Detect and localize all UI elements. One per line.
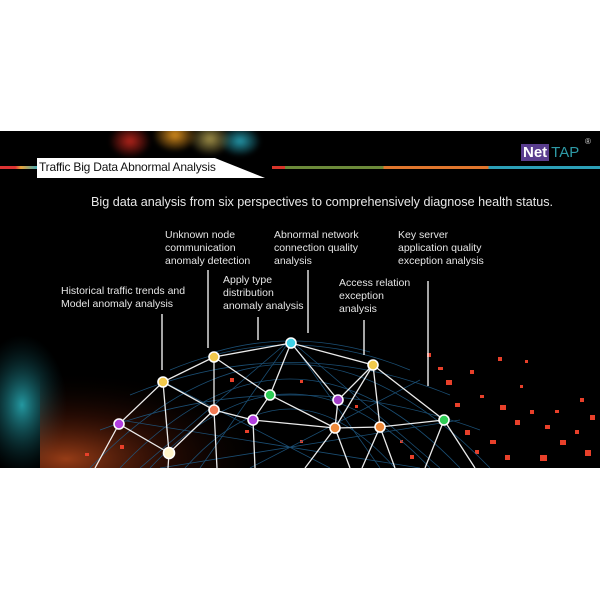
label-line: Apply type xyxy=(223,274,273,286)
perspective-label-apply-type: Apply type distribution anomaly analysis xyxy=(223,274,304,313)
label-line: communication xyxy=(165,242,236,254)
label-line: Model anomaly analysis xyxy=(61,298,174,310)
slide: Traffic Big Data Abnormal Analysis Net T… xyxy=(0,131,600,468)
registered-mark: ® xyxy=(585,137,591,146)
perspective-label-access-relation: Access relation exception analysis xyxy=(339,277,410,316)
logo-tap: TAP xyxy=(551,143,580,161)
perspective-label-unknown-node: Unknown node communication anomaly detec… xyxy=(165,229,250,268)
label-line: exception analysis xyxy=(398,255,484,267)
perspective-label-key-server: Key server application quality exception… xyxy=(398,229,484,268)
label-line: anomaly analysis xyxy=(223,300,304,312)
subtitle: Big data analysis from six perspectives … xyxy=(91,195,554,209)
label-line: Abnormal network xyxy=(274,229,359,241)
label-line: Access relation xyxy=(339,277,411,289)
title-tab xyxy=(37,158,265,178)
label-line: exception xyxy=(339,290,384,302)
page-title: Traffic Big Data Abnormal Analysis xyxy=(39,160,216,174)
perspective-label-historical-traffic: Historical traffic trends and Model anom… xyxy=(61,285,185,311)
label-line: distribution xyxy=(223,287,274,299)
perspective-label-network-connection: Abnormal network connection quality anal… xyxy=(274,229,359,268)
header-accent-rule-right xyxy=(272,166,600,169)
label-line: anomaly detection xyxy=(165,255,251,267)
nettap-logo: Net TAP xyxy=(521,143,579,161)
label-line: Historical traffic trends and xyxy=(61,285,186,297)
label-line: analysis xyxy=(274,255,312,267)
label-line: connection quality xyxy=(274,242,359,254)
label-line: Unknown node xyxy=(165,229,236,241)
label-line: Key server xyxy=(398,229,449,241)
network-globe-graphic xyxy=(0,270,595,468)
logo-net: Net xyxy=(521,143,550,161)
label-line: analysis xyxy=(339,303,377,315)
label-line: application quality xyxy=(398,242,482,254)
header-accent-rule-left xyxy=(0,166,38,169)
